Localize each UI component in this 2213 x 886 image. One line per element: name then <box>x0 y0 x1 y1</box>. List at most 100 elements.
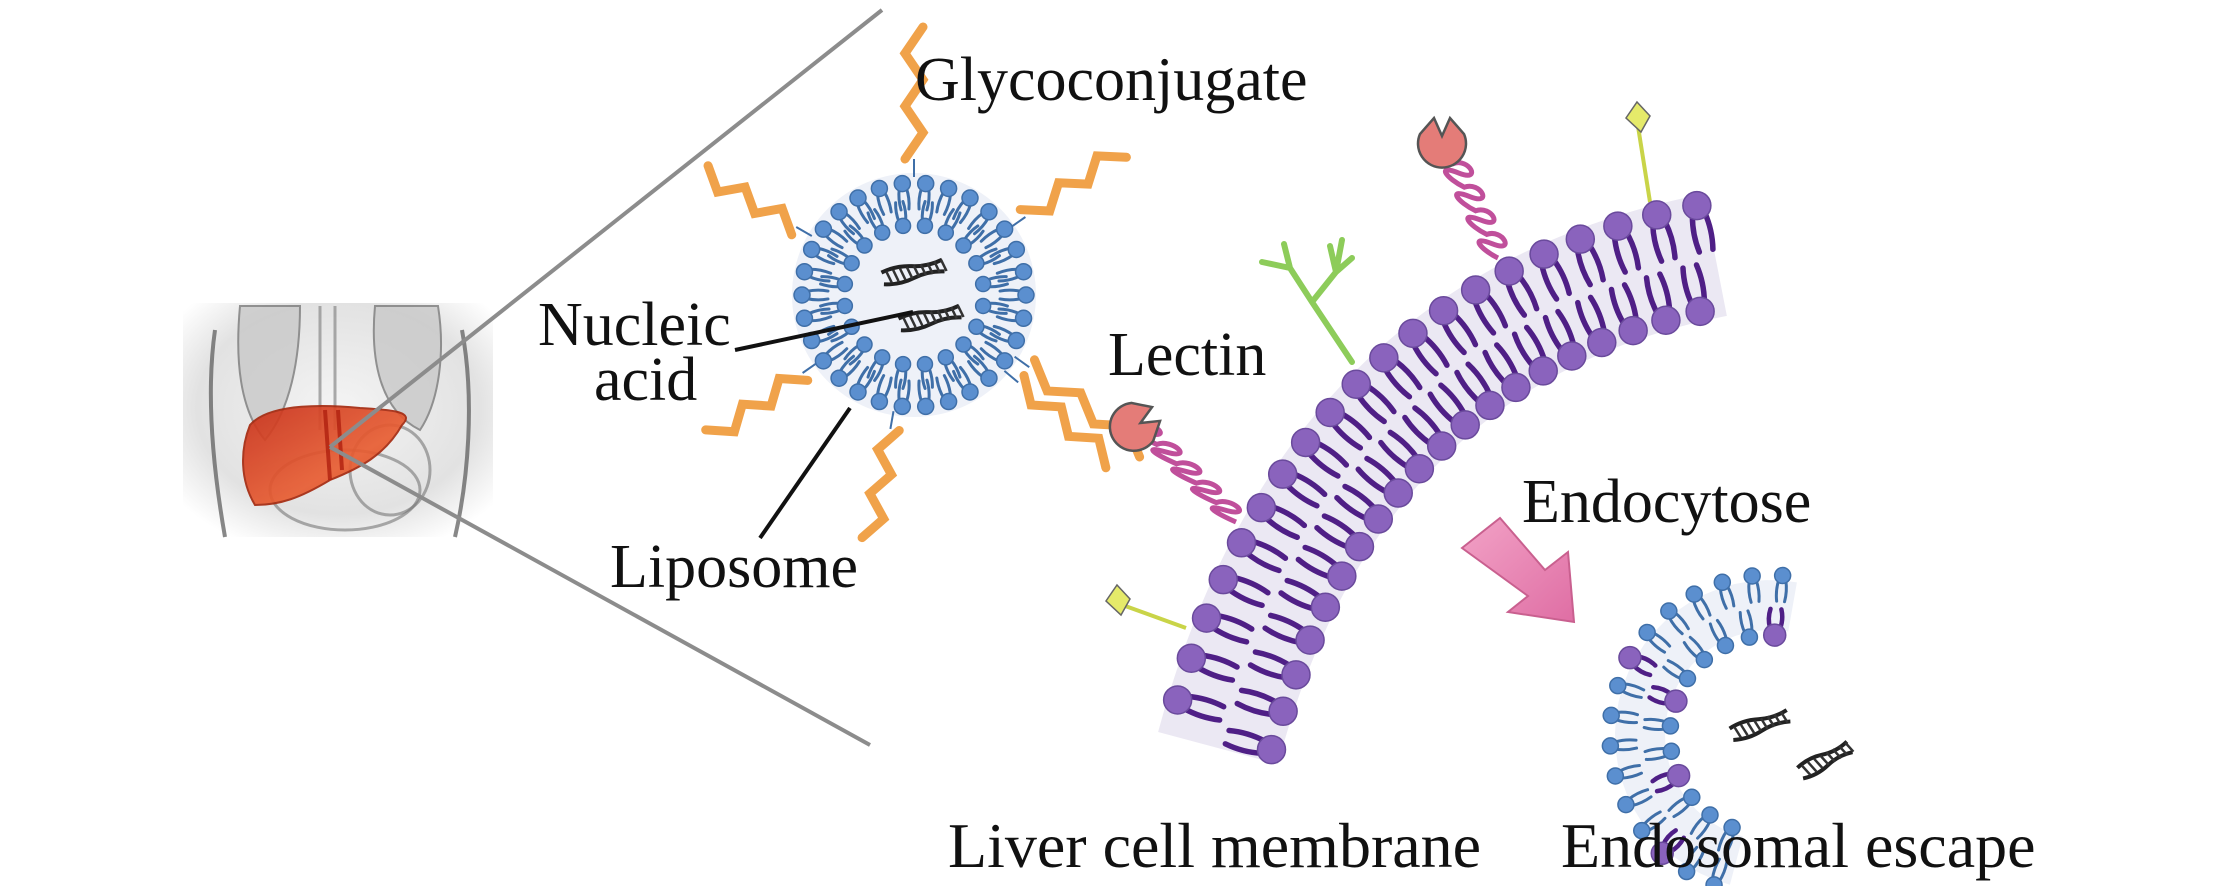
lipid-head <box>1773 566 1792 585</box>
dna-base-pair <box>919 263 928 276</box>
liposome-outer-lipid <box>849 365 876 401</box>
liposome-outer-lipid <box>893 174 912 212</box>
lipid-head <box>1618 645 1642 670</box>
membrane-outer-lipid <box>1262 612 1325 655</box>
lipid-head <box>1450 410 1480 440</box>
dna-strand <box>880 257 943 275</box>
lipid-head <box>830 203 848 221</box>
lipid-head <box>1587 327 1617 358</box>
lipid-head <box>968 254 985 272</box>
liposome-inner-lipid <box>937 349 962 382</box>
membrane-inner-lipid <box>1641 200 1678 264</box>
glycoconjugate-zigzag <box>703 161 797 240</box>
lipid-head <box>1762 623 1787 647</box>
membrane-inner-lipid <box>1460 275 1509 336</box>
released-nucleic-acid-strand <box>1796 740 1855 781</box>
endosome-liposome-lipid <box>1738 609 1759 646</box>
glycoconjugate-ligand <box>1003 370 1111 473</box>
dna-base-pair <box>1733 726 1742 739</box>
lipid-head <box>1344 531 1375 562</box>
lipid-head <box>1685 296 1715 327</box>
lipid-head <box>793 286 811 304</box>
liposome-outer-lipid <box>995 307 1033 328</box>
membrane-outer-lipid <box>1222 727 1287 765</box>
glycan-diamond <box>1625 100 1651 134</box>
ligand-stem <box>1010 216 1026 229</box>
lipid-head <box>1460 275 1491 305</box>
endosome-inner-leaflet <box>1642 606 1787 855</box>
lectin-cup-shape <box>1416 115 1468 169</box>
glycan-stem <box>1635 119 1652 203</box>
liposome-outer-lipid <box>916 378 935 416</box>
endosome-liposome-lipid <box>1642 717 1680 735</box>
label-glycoconjugate: Glycoconjugate <box>915 46 1308 114</box>
endosome-liposome-lipid <box>1601 737 1639 755</box>
lipid-head <box>961 383 979 401</box>
liposome-outer-lipid <box>935 179 958 216</box>
torso-left-outline <box>208 329 227 538</box>
lipid-head <box>1660 602 1678 620</box>
membrane-outer-lipid <box>1608 282 1648 346</box>
zoom-line-top <box>328 8 884 449</box>
membrane-outer-lipid <box>1247 649 1311 690</box>
lipid-head <box>1268 696 1298 727</box>
lipid-head <box>1267 459 1298 489</box>
membrane-inner-lipid <box>1208 564 1271 609</box>
lipid-head <box>1501 372 1531 403</box>
lipid-head <box>1606 767 1625 785</box>
membrane-inner-lipid <box>1529 239 1572 302</box>
lipid-head <box>1528 356 1558 386</box>
dna-base-pair <box>1813 758 1824 769</box>
lipid-head <box>1651 305 1681 335</box>
membrane-outer-lipid <box>1680 262 1715 327</box>
lipid-head <box>1685 585 1703 603</box>
membrane-outer-leaflet <box>1222 262 1715 765</box>
dna-base-pair <box>926 262 934 275</box>
liposome-outer-lipid <box>793 286 830 304</box>
liposome-inner-lipid <box>819 297 854 315</box>
endosome-liposome-lipid <box>1717 818 1741 855</box>
lipid-head <box>939 392 958 411</box>
liposome-pointer <box>758 406 852 540</box>
nucleic-acid-strand <box>880 257 948 287</box>
endosome-band <box>1615 580 1797 885</box>
dna-base-pair <box>1800 764 1812 776</box>
label-nucleic-acid-line2: acid <box>594 346 697 414</box>
membrane-outer-lipid <box>1295 544 1357 591</box>
lipid-head <box>955 336 972 353</box>
endosome-liposome-lipid <box>1682 635 1714 669</box>
dna-base-pair <box>929 311 938 324</box>
membrane-outer-lipid <box>1378 429 1435 484</box>
liposome-inner-lipid <box>843 224 873 254</box>
lipid-head <box>937 349 955 366</box>
membrane-outer-lipid <box>1234 687 1298 727</box>
nucleic-acid-pointer <box>734 310 914 352</box>
zoom-line-bottom <box>329 445 871 747</box>
lipid-head <box>1683 788 1701 807</box>
liposome-inner-lipid <box>937 208 962 241</box>
membrane-inner-lipid <box>1603 211 1642 275</box>
membrane-outer-lipid <box>1278 577 1341 622</box>
endosome-liposome-lipid <box>1609 676 1646 699</box>
lipid-head <box>836 275 854 293</box>
lipid-head <box>1208 564 1239 595</box>
lipid-head <box>1475 390 1505 421</box>
liposome-outer-lipid <box>952 365 979 401</box>
lipid-head <box>893 397 912 416</box>
lipid-head <box>1716 636 1735 655</box>
released-nucleic-acid-strand <box>1728 708 1791 742</box>
lipid-head <box>1341 369 1371 400</box>
lipid-head <box>1650 841 1674 866</box>
liposome-outer-lipid <box>995 262 1033 283</box>
membrane-inner-lipid <box>1494 256 1540 318</box>
membrane-outer-lipid <box>1427 382 1480 440</box>
endocytosis-arrow <box>1460 516 1576 624</box>
lipid-head <box>916 355 934 373</box>
liposome-inner-lipid <box>866 349 891 382</box>
liposome-outer-lipid <box>916 174 935 212</box>
lipid-head <box>974 297 992 315</box>
liposome-outer-lipid <box>967 203 998 236</box>
lipid-head <box>1701 806 1719 824</box>
liposome-inner-lipid <box>968 318 1001 343</box>
dna-base-pair <box>943 308 951 321</box>
